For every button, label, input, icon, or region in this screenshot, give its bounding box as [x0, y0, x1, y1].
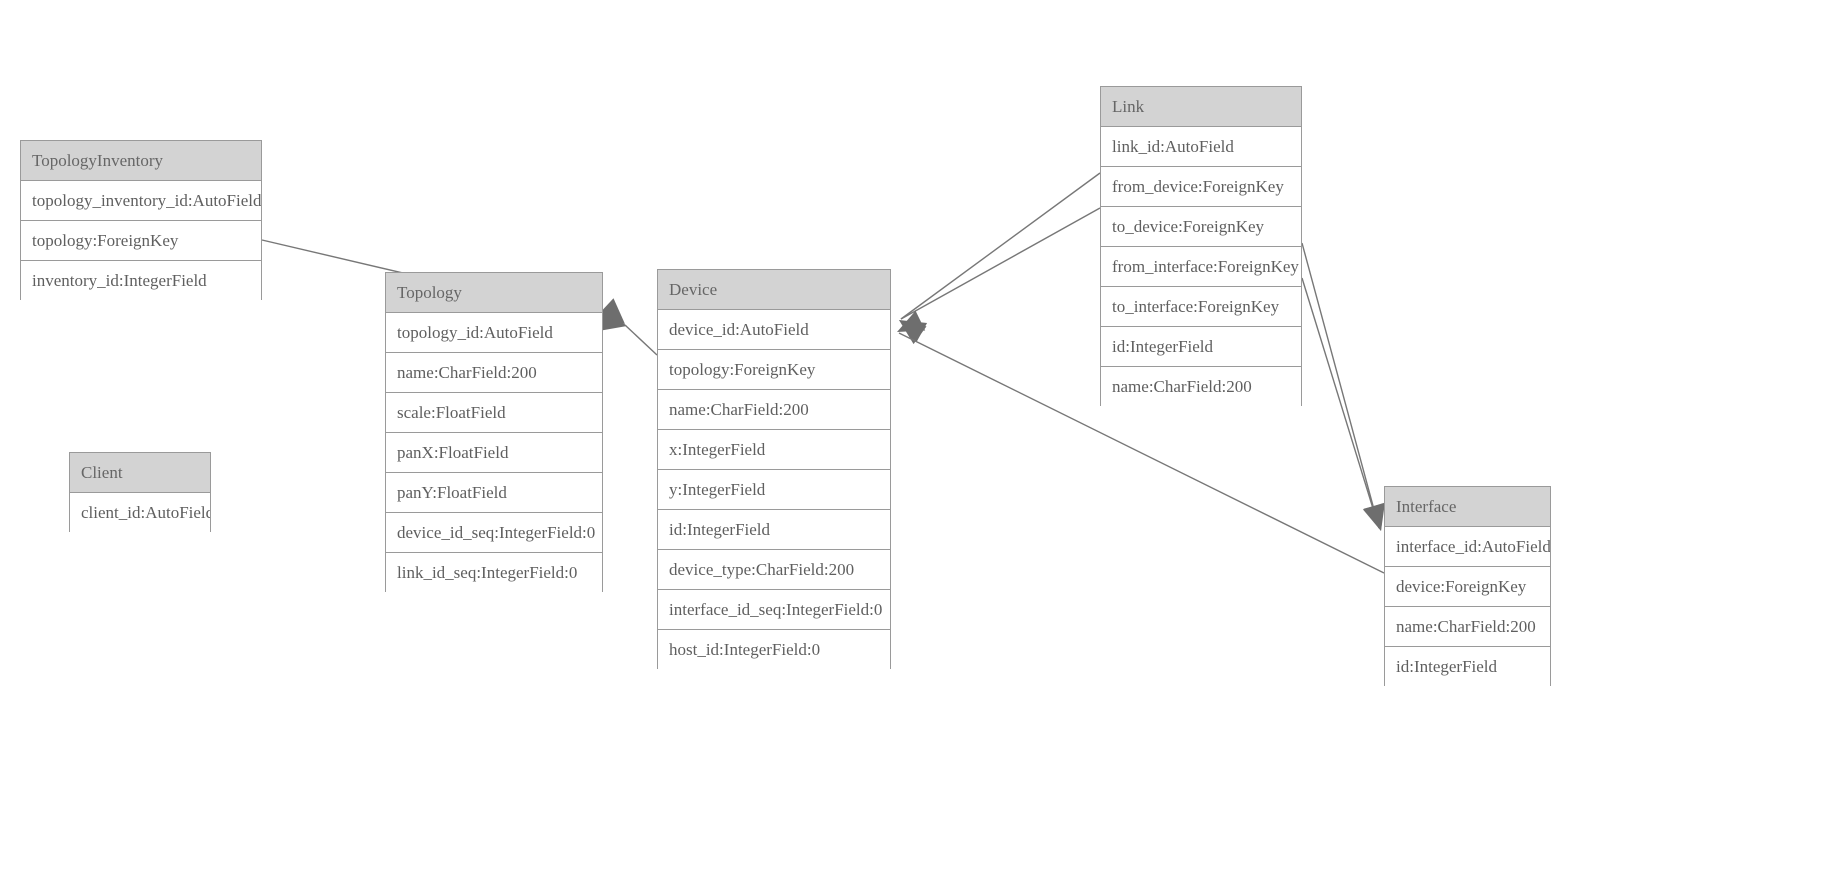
entity-title-device: Device [658, 270, 890, 310]
entity-field-row[interactable]: panY:FloatField [386, 473, 602, 513]
entity-field-row[interactable]: interface_id_seq:IntegerField:0 [658, 590, 890, 630]
relationship-line [900, 172, 1101, 320]
entity-field-row[interactable]: device_type:CharField:200 [658, 550, 890, 590]
relationship-arrowhead-icon [897, 310, 926, 332]
entity-title-link: Link [1101, 87, 1301, 127]
entity-title-interface: Interface [1385, 487, 1550, 527]
entity-field-row[interactable]: client_id:AutoField [70, 493, 210, 533]
entity-field-row[interactable]: id:IntegerField [1385, 647, 1550, 687]
entity-field-row[interactable]: topology_id:AutoField [386, 313, 602, 353]
relationship-link-to-interface [1301, 277, 1384, 531]
entity-field-row[interactable]: link_id:AutoField [1101, 127, 1301, 167]
entity-field-row[interactable]: to_device:ForeignKey [1101, 207, 1301, 247]
relationship-arrowhead-icon [598, 298, 625, 324]
relationship-line [624, 324, 658, 356]
relationship-link-from-interface [1301, 242, 1385, 531]
entity-field-row[interactable]: interface_id:AutoField [1385, 527, 1550, 567]
entity-field-row[interactable]: device_id_seq:IntegerField:0 [386, 513, 602, 553]
relationship-line [1301, 242, 1380, 529]
entity-field-row[interactable]: topology_inventory_id:AutoField [21, 181, 261, 221]
entity-field-row[interactable]: from_device:ForeignKey [1101, 167, 1301, 207]
entity-field-row[interactable]: panX:FloatField [386, 433, 602, 473]
entity-field-row[interactable]: id:IntegerField [1101, 327, 1301, 367]
entity-field-row[interactable]: to_interface:ForeignKey [1101, 287, 1301, 327]
entity-field-row[interactable]: x:IntegerField [658, 430, 890, 470]
entity-field-row[interactable]: topology:ForeignKey [21, 221, 261, 261]
entity-field-row[interactable]: name:CharField:200 [1101, 367, 1301, 407]
relationship-link-from-device [899, 172, 1101, 345]
entity-field-row[interactable]: name:CharField:200 [1385, 607, 1550, 647]
relationship-arrowhead-icon [899, 320, 928, 343]
entity-field-row[interactable]: link_id_seq:IntegerField:0 [386, 553, 602, 593]
entity-field-row[interactable]: device_id:AutoField [658, 310, 890, 350]
entity-field-row[interactable]: from_interface:ForeignKey [1101, 247, 1301, 287]
relationship-arrowhead-icon [599, 309, 627, 331]
relationship-line [900, 207, 1101, 320]
relationship-line [1301, 277, 1380, 529]
entity-title-topology_inventory: TopologyInventory [21, 141, 261, 181]
entity-field-row[interactable]: name:CharField:200 [386, 353, 602, 393]
entity-title-client: Client [70, 453, 210, 493]
relationship-device-topology [598, 298, 658, 356]
entity-field-row[interactable]: host_id:IntegerField:0 [658, 630, 890, 670]
entity-field-row[interactable]: topology:ForeignKey [658, 350, 890, 390]
entity-field-row[interactable]: device:ForeignKey [1385, 567, 1550, 607]
entity-field-row[interactable]: id:IntegerField [658, 510, 890, 550]
entity-field-row[interactable]: name:CharField:200 [658, 390, 890, 430]
entity-field-row[interactable]: y:IntegerField [658, 470, 890, 510]
entity-field-row[interactable]: inventory_id:IntegerField [21, 261, 261, 301]
relationship-link-to-device [899, 207, 1101, 343]
relationship-arrowhead-icon [899, 320, 927, 345]
entity-title-topology: Topology [386, 273, 602, 313]
entity-field-row[interactable]: scale:FloatField [386, 393, 602, 433]
